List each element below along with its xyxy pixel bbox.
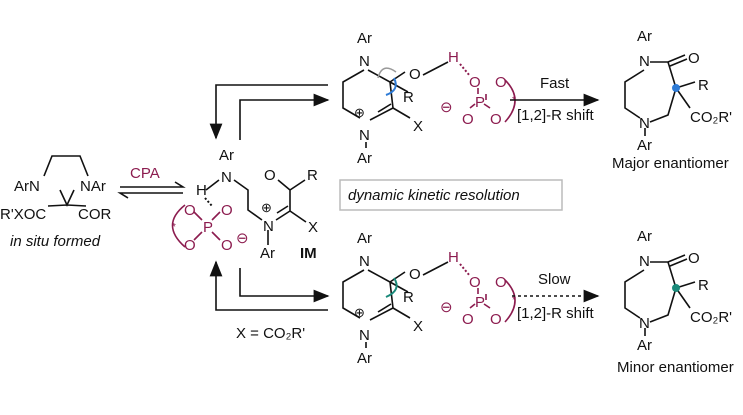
plus-charge: ⊕ (261, 200, 272, 215)
o-label: O (469, 274, 481, 291)
cpa-label: CPA (130, 165, 160, 182)
n-label: N (359, 253, 370, 270)
right-n-label: NAr (80, 178, 106, 195)
n-plus-label: N (263, 218, 274, 235)
ar-label: Ar (637, 28, 652, 45)
n-bottom-label: N (639, 315, 650, 332)
h-label: H (448, 249, 459, 266)
o-label: O (221, 237, 233, 254)
o-label: O (495, 74, 507, 91)
right-substituent: COR (78, 206, 112, 223)
n-label: N (639, 253, 650, 270)
ar-bottom-label: Ar (637, 137, 652, 154)
x-label: X (413, 118, 423, 135)
h-label: H (448, 49, 459, 66)
ar-bottom-label: Ar (637, 337, 652, 354)
o-label: O (688, 50, 700, 67)
from-bottom-ts-arrow (209, 260, 328, 311)
major-label: Major enantiomer (612, 155, 729, 172)
o-label: O (184, 237, 196, 254)
ar-label: Ar (219, 147, 234, 164)
r-label: R (403, 89, 414, 106)
n-label: N (221, 169, 232, 186)
r-label: R (403, 289, 414, 306)
ester-label: CO₂R' (690, 109, 732, 126)
chiral-star: * (172, 222, 176, 233)
ar-label: Ar (357, 30, 372, 47)
ar-bottom-label: Ar (357, 150, 372, 167)
minus-charge: ⊖ (440, 299, 453, 316)
ar-bottom-label: Ar (357, 350, 372, 367)
ar-bottom-label: Ar (260, 245, 275, 262)
reverse-arrow (117, 192, 183, 199)
o-label: O (469, 74, 481, 91)
stereocenter-dot (672, 284, 680, 292)
carbonyl-o: O (264, 167, 276, 184)
ester-label: CO₂R' (690, 309, 732, 326)
slow-shift-label: [1,2]-R shift (517, 305, 595, 322)
p-label: P (475, 94, 485, 111)
in-situ-caption: in situ formed (10, 233, 101, 250)
slow-label: Slow (538, 271, 571, 288)
n-bottom-label: N (359, 327, 370, 344)
iminium-intermediate: Ar N H N ⊕ Ar IM O R X O O P O O ⊖ * (171, 147, 318, 262)
to-top-ts-arrow (239, 93, 330, 140)
stereocenter-dot (672, 84, 680, 92)
forward-arrow (120, 181, 186, 188)
n-bottom-label: N (639, 115, 650, 132)
migration-arrow-icon (385, 77, 397, 96)
bottom-transition-state: Ar N O H R X ⊕ N Ar O O P O O ⊖ * (342, 230, 516, 367)
r-label: R (698, 77, 709, 94)
n-label: N (359, 53, 370, 70)
to-bottom-ts-arrow (239, 268, 330, 303)
o-label: O (409, 66, 421, 83)
migration-arrow-icon (385, 277, 398, 298)
minor-product: Ar N O R CO₂R' N Ar Minor enantiomer (617, 228, 734, 376)
minor-label: Minor enantiomer (617, 359, 734, 376)
p-label: P (475, 294, 485, 311)
o-label: O (221, 202, 233, 219)
plus-charge: ⊕ (354, 305, 365, 320)
fast-shift-label: [1,2]-R shift (517, 107, 595, 124)
x-label: X (413, 318, 423, 335)
o-label: O (184, 202, 196, 219)
left-substituent: R'XOC (0, 206, 46, 223)
r-label: R (698, 277, 709, 294)
dkr-label: dynamic kinetic resolution (348, 187, 520, 204)
top-transition-state: Ar N O H R X ⊕ N Ar O O P O O ⊖ * (342, 30, 516, 167)
o-label: O (490, 111, 502, 128)
r-label: R (307, 167, 318, 184)
ar-label: Ar (637, 228, 652, 245)
o-label: O (490, 311, 502, 328)
p-label: P (203, 219, 213, 236)
o-label: O (462, 111, 474, 128)
o-label: O (462, 311, 474, 328)
minus-charge: ⊖ (236, 230, 249, 247)
minus-charge: ⊖ (440, 99, 453, 116)
h-label: H (196, 182, 207, 199)
n-bottom-label: N (359, 127, 370, 144)
o-label: O (688, 250, 700, 267)
from-top-ts-arrow (209, 84, 328, 140)
o-label: O (409, 266, 421, 283)
ar-label: Ar (357, 230, 372, 247)
starting-imidazolidine: ArN NAr R'XOC COR in situ formed (0, 155, 112, 250)
major-product: Ar N O R CO₂R' N Ar Major enantiomer (612, 28, 732, 172)
left-n-label: ArN (14, 178, 40, 195)
chiral-star: * (512, 295, 516, 306)
dkr-box (339, 179, 563, 211)
x-definition: X = CO₂R' (236, 325, 305, 342)
fast-label: Fast (540, 75, 570, 92)
o-label: O (495, 274, 507, 291)
n-label: N (639, 53, 650, 70)
im-label: IM (300, 245, 317, 262)
plus-charge: ⊕ (354, 105, 365, 120)
x-label: X (308, 219, 318, 236)
